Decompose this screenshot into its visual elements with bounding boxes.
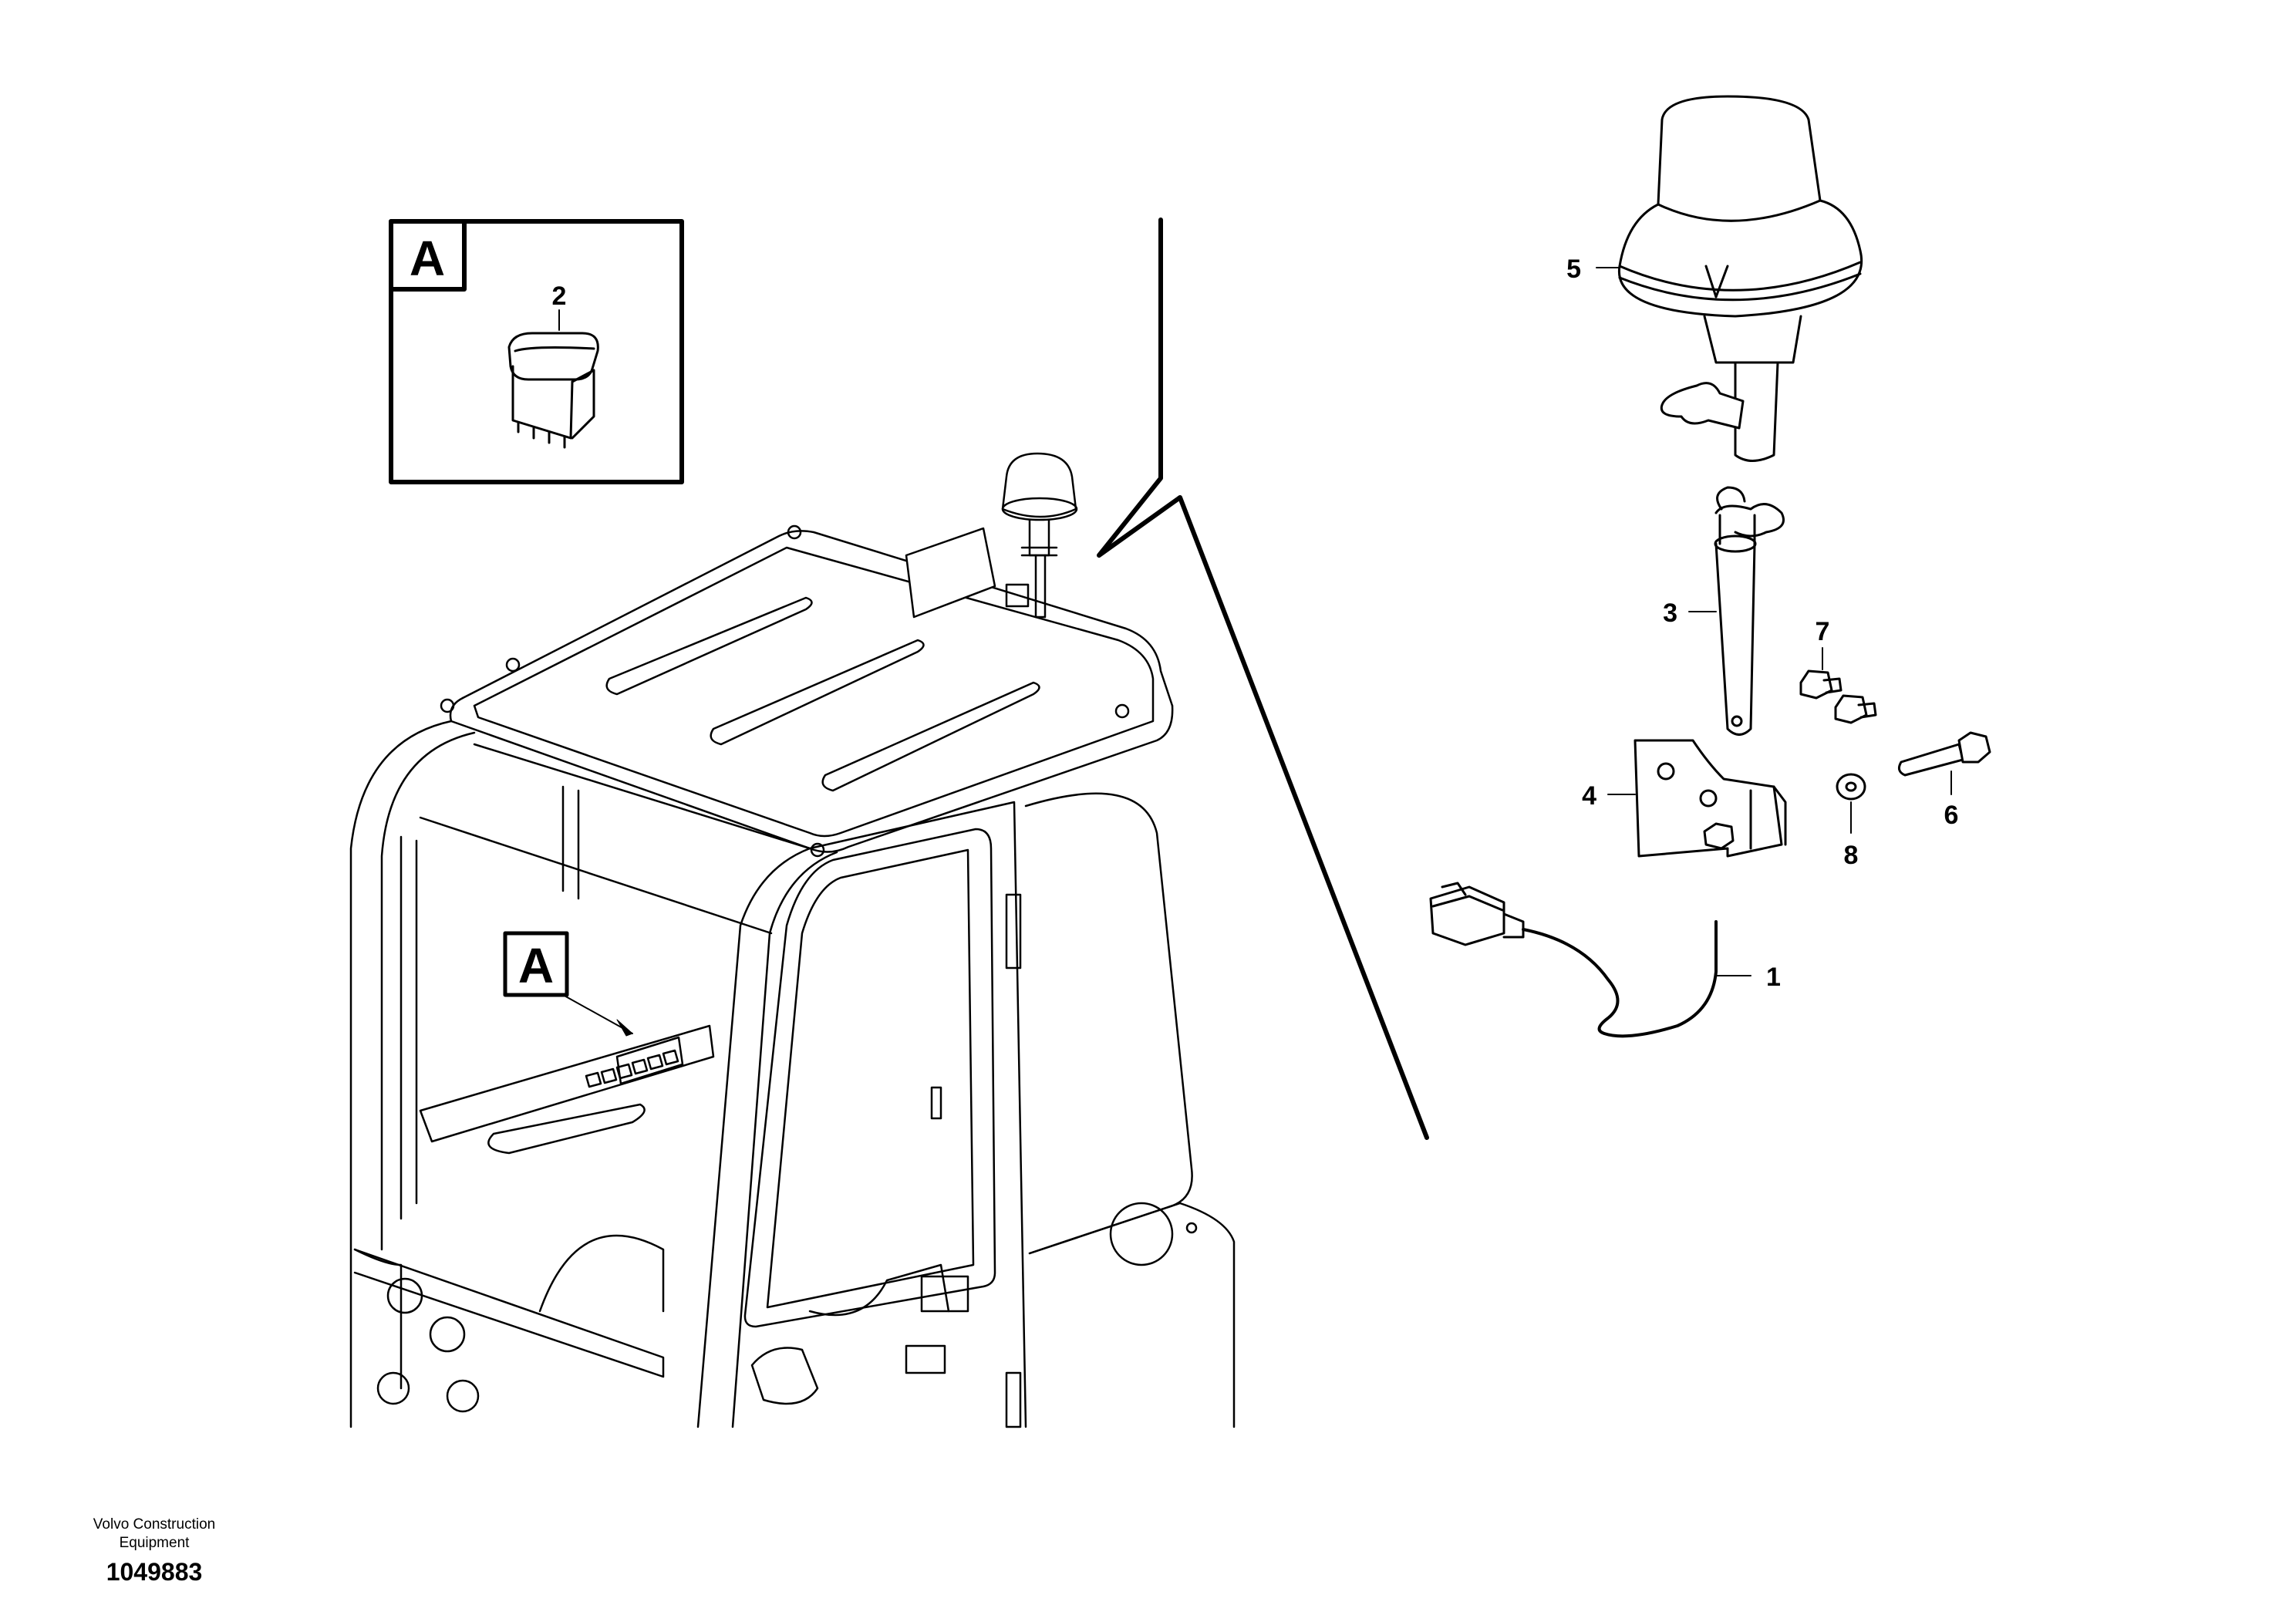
part-1-wiring-harness	[1429, 882, 1718, 1038]
cab-detail-label: A	[518, 938, 554, 993]
callout-8: 8	[1844, 841, 1859, 870]
part-3-mounting-pin	[1714, 486, 1785, 736]
part-6-long-bolt	[1897, 731, 1991, 777]
roof-beacon	[905, 452, 1078, 619]
part-5-beacon	[1617, 95, 1863, 462]
part-7-bolts	[1799, 669, 1877, 724]
exploded-view-leader	[1097, 218, 1429, 1140]
callout-5: 5	[1566, 255, 1581, 284]
detail-box-a: A 2	[389, 219, 684, 484]
company-name: Volvo Construction Equipment	[54, 1516, 255, 1553]
rocker-switch	[507, 332, 599, 449]
company-line-2: Equipment	[119, 1535, 190, 1551]
drawing-number: 1049883	[106, 1558, 203, 1586]
callout-7: 7	[1816, 617, 1830, 646]
callout-1: 1	[1766, 963, 1781, 992]
company-line-1: Volvo Construction	[93, 1516, 216, 1533]
operator-cab	[349, 452, 1236, 1428]
detail-box-label: A	[410, 231, 445, 286]
callout-3: 3	[1663, 599, 1677, 628]
cab-detail-marker: A	[503, 931, 633, 1037]
part-8-washer	[1836, 773, 1866, 801]
part-4-bracket	[1633, 739, 1787, 858]
callout-2: 2	[552, 282, 567, 311]
callout-6: 6	[1944, 801, 1959, 830]
callout-4: 4	[1582, 781, 1596, 811]
